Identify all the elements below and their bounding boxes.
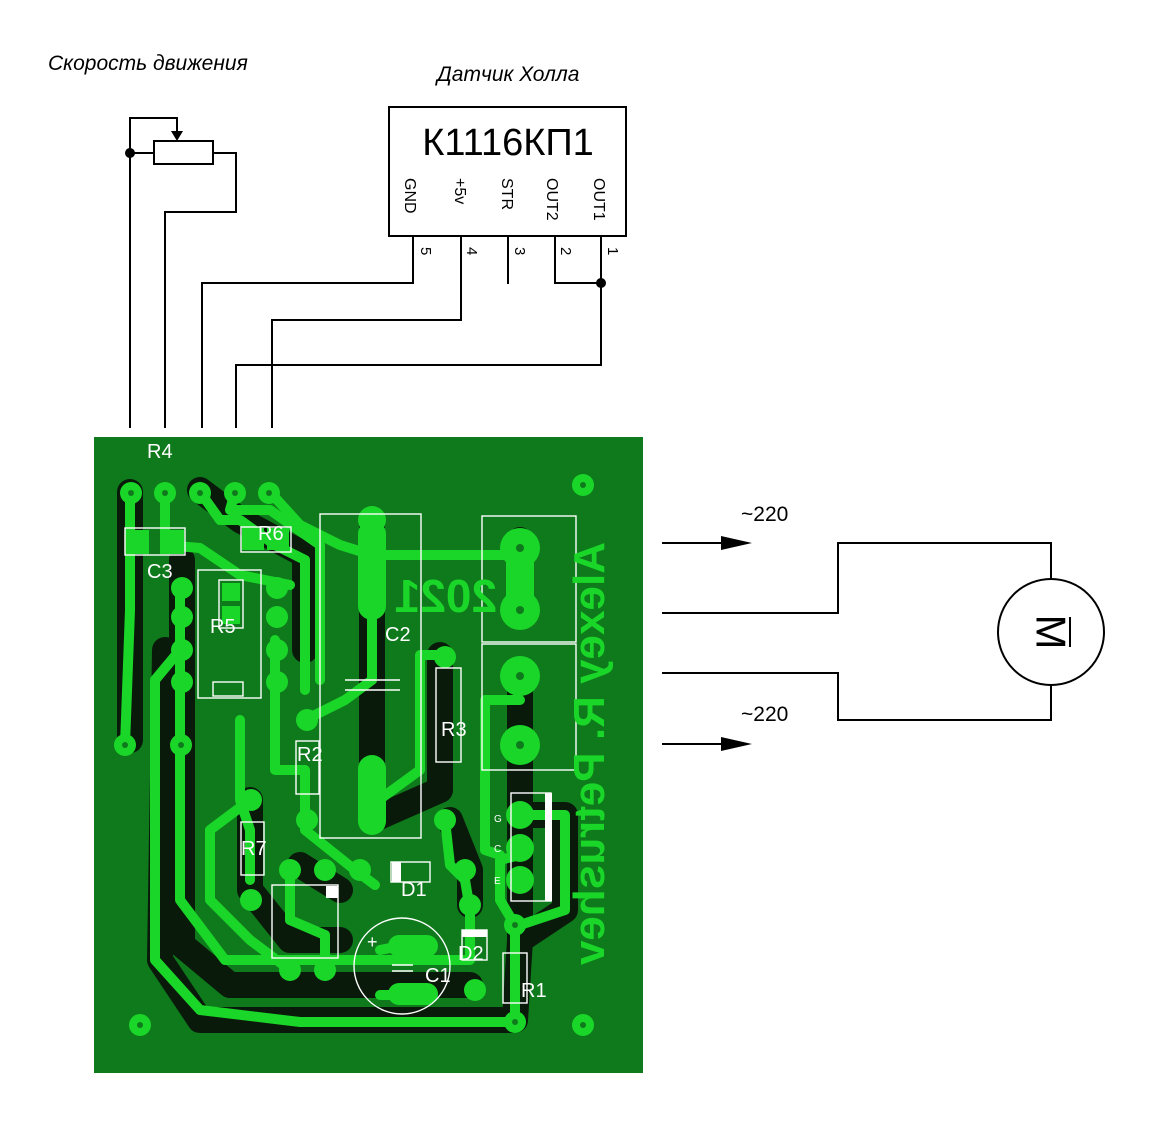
label-r7: R7 bbox=[241, 838, 267, 860]
pcb-year-mirrored: 2021 bbox=[395, 570, 497, 622]
label-r2: R2 bbox=[297, 744, 323, 766]
label-r3: R3 bbox=[441, 719, 467, 741]
ic-pin-number-5: 5 bbox=[417, 247, 434, 255]
ic-part-number: К1116КП1 bbox=[422, 122, 594, 164]
speed-label: Скорость движения bbox=[48, 52, 248, 75]
ic-pin-label-5v: +5v bbox=[451, 178, 468, 204]
ic-pin-label-out1: OUT1 bbox=[590, 178, 607, 221]
label-r6: R6 bbox=[258, 523, 284, 545]
ic-pin-number-4: 4 bbox=[463, 247, 480, 255]
motor-icon bbox=[997, 578, 1105, 686]
label-d1: D1 bbox=[401, 879, 427, 901]
hall-sensor-label: Датчик Холла bbox=[435, 63, 579, 86]
label-c3: C3 bbox=[147, 561, 173, 583]
arrow-right-icon bbox=[721, 536, 752, 550]
ic-pin-label-out2: OUT2 bbox=[543, 178, 560, 221]
ic-pin-label-gnd: GND bbox=[401, 178, 418, 214]
ic-pin-label-str: STR bbox=[498, 178, 515, 210]
ic-pin-number-1: 1 bbox=[604, 247, 621, 255]
label-c1: C1 bbox=[425, 965, 451, 987]
speed-potentiometer[interactable] bbox=[125, 117, 237, 428]
mains-and-motor: ~220 ~220 M bbox=[662, 503, 1105, 751]
pcb-board: R4 C3 R6 R5 C2 R3 R2 R7 D1 D2 C1 R1 + G … bbox=[94, 437, 643, 1073]
label-d2: D2 bbox=[458, 943, 484, 965]
arrow-right-icon-2 bbox=[721, 737, 752, 751]
pcb-component-labels: R4 C3 R6 R5 C2 R3 R2 R7 D1 D2 C1 R1 + G … bbox=[147, 441, 614, 1002]
transistor-pin-g: G bbox=[494, 814, 502, 825]
label-r1: R1 bbox=[521, 980, 547, 1002]
ic-pin-number-2: 2 bbox=[557, 247, 574, 255]
ic-wires bbox=[201, 236, 606, 428]
mains-label-top: ~220 bbox=[741, 503, 788, 526]
pcb-author-mirrored: Alexey R. Petrushev bbox=[565, 542, 614, 966]
label-r4: R4 bbox=[147, 441, 173, 463]
hall-sensor-ic: К1116КП1 GND +5v STR OUT2 OUT1 5 4 3 2 1 bbox=[388, 106, 627, 255]
mains-label-bottom: ~220 bbox=[741, 703, 788, 726]
label-c2: C2 bbox=[385, 624, 411, 646]
ic-pin-number-3: 3 bbox=[511, 247, 528, 255]
transistor-pin-c: C bbox=[494, 844, 501, 855]
motor-symbol: M bbox=[1028, 615, 1075, 650]
silkscreen-outlines bbox=[124, 513, 577, 1015]
label-r5: R5 bbox=[210, 616, 236, 638]
c1-polarity-mark: + bbox=[367, 932, 378, 952]
transistor-pin-e: E bbox=[494, 876, 501, 887]
